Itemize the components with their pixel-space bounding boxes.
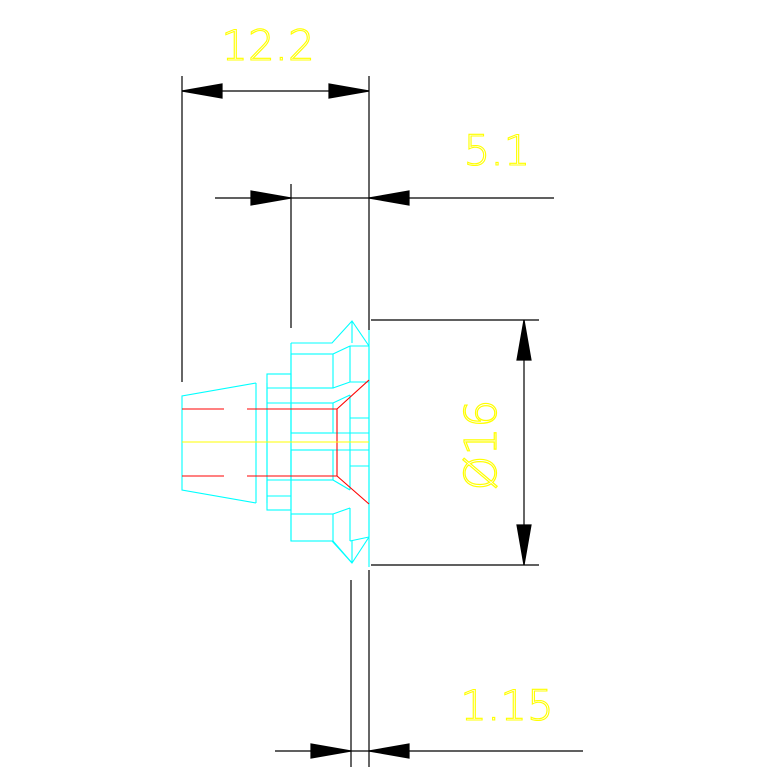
diameter-value: 16 [456,400,507,456]
diameter-symbol: Ø [456,456,507,491]
dimension-text-flange-length: 5.1 [464,126,531,175]
arrowhead-right [368,743,410,759]
dimension-text-tip-length: 1.15 [460,681,554,730]
part-outline [181,320,370,567]
dimension-flange-length [215,184,554,328]
dimension-tip-length [275,570,583,767]
arrowhead-left [310,743,352,759]
arrowhead-left [181,83,223,99]
arrowhead-top [516,319,532,361]
dimension-diameter [371,319,539,566]
svg-text:Ø16: Ø16 [456,400,507,491]
dimension-text-diameter: Ø16 [455,399,507,491]
arrowhead-bottom [516,524,532,566]
shank-outline [181,382,257,504]
arrowhead-right [368,190,410,206]
dimension-overall-length [181,76,370,382]
dimension-text-overall-length: 12.2 [221,21,315,70]
arrowhead-left [250,190,292,206]
arrowhead-right [328,83,370,99]
